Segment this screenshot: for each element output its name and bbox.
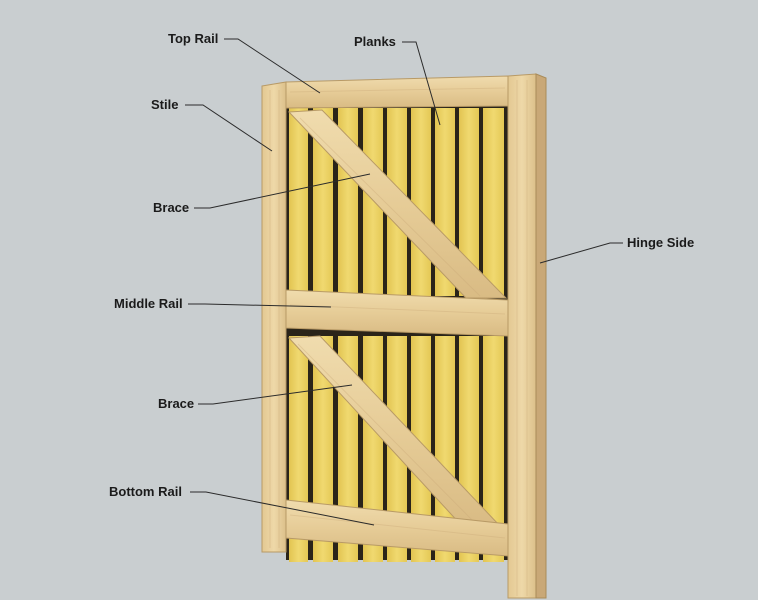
label-middle-rail: Middle Rail — [114, 296, 183, 311]
leader-middle-rail — [188, 303, 332, 308]
leader-stile — [185, 104, 273, 152]
leader-lines — [185, 38, 623, 526]
stile-left — [261, 81, 287, 553]
label-stile: Stile — [151, 97, 179, 112]
leader-brace-upper — [194, 173, 371, 209]
label-top-rail: Top Rail — [168, 31, 219, 46]
label-bottom-rail: Bottom Rail — [109, 484, 182, 499]
leader-bottom-rail — [190, 491, 375, 526]
label-planks: Planks — [354, 34, 396, 49]
label-brace-lower: Brace — [158, 396, 195, 411]
brace-upper — [287, 109, 508, 299]
leader-top-rail — [224, 38, 321, 94]
label-brace-upper: Brace — [153, 200, 190, 215]
leader-planks — [402, 41, 441, 126]
stile-right — [507, 73, 547, 599]
leader-hinge-side — [539, 242, 623, 264]
label-hinge-side: Hinge Side — [627, 235, 695, 250]
leader-brace-lower — [198, 384, 353, 405]
